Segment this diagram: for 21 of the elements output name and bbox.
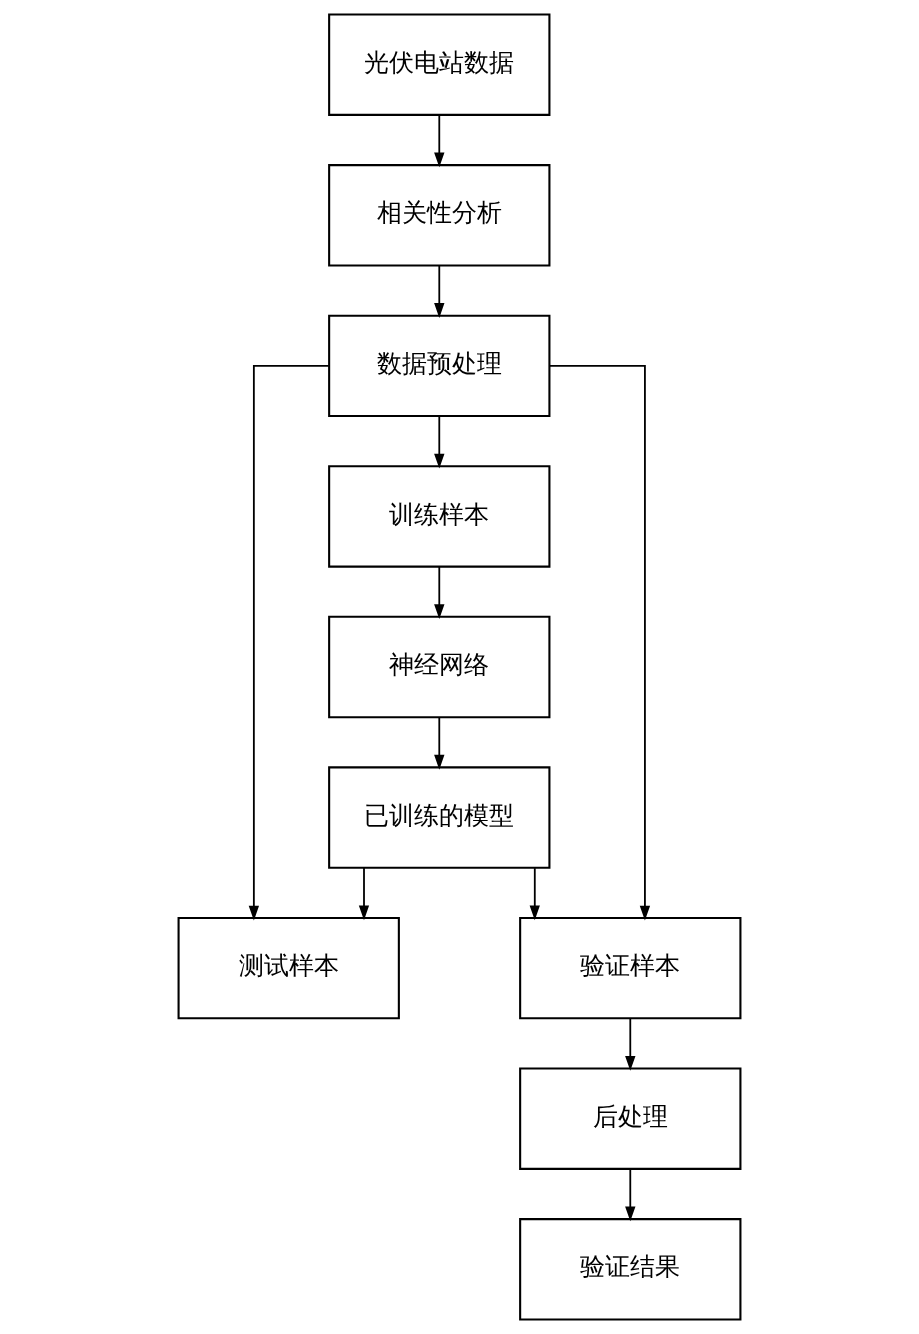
arrow bbox=[358, 867, 370, 921]
node-box: 训练样本 bbox=[328, 465, 551, 568]
node-box: 数据预处理 bbox=[328, 314, 551, 418]
arrow bbox=[434, 716, 445, 770]
node-box: 神经网络 bbox=[328, 615, 551, 719]
arrow bbox=[625, 1168, 636, 1222]
node-box: 测试样本 bbox=[177, 916, 400, 1020]
arrow bbox=[434, 114, 445, 168]
arrow bbox=[625, 1017, 636, 1071]
arrow bbox=[529, 867, 540, 921]
arrow bbox=[434, 264, 445, 318]
node-box: 验证结果 bbox=[519, 1218, 742, 1321]
node-box: 后处理 bbox=[519, 1067, 742, 1170]
node-box: 已训练的模型 bbox=[328, 766, 551, 869]
arrow bbox=[434, 566, 445, 620]
arrow bbox=[434, 415, 445, 469]
arrow bbox=[549, 364, 651, 921]
node-box: 光伏电站数据 bbox=[328, 13, 551, 116]
arrow bbox=[248, 364, 330, 921]
node-box: 相关性分析 bbox=[328, 164, 551, 267]
node-box: 验证样本 bbox=[519, 916, 742, 1020]
